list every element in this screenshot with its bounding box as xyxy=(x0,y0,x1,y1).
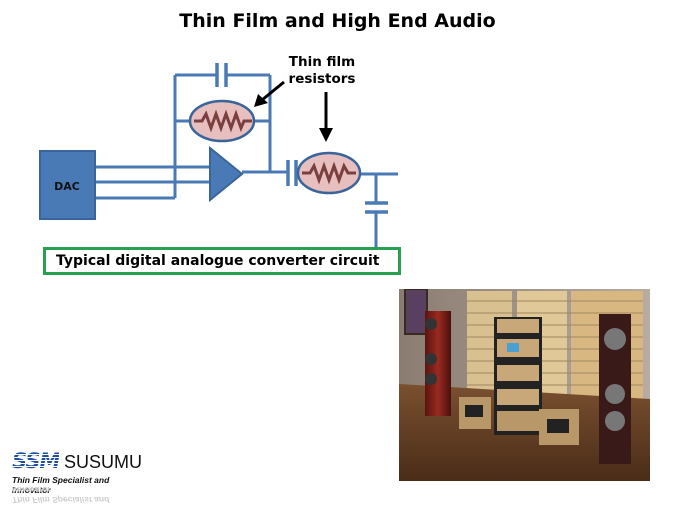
dac-label: DAC xyxy=(54,180,80,193)
logo-tagline-reflection: Thin Film Specialist and Innovator xyxy=(12,485,110,505)
capacitor-feedback xyxy=(215,63,228,87)
dac-block xyxy=(39,150,96,220)
dac-circuit-diagram: DAC xyxy=(39,63,398,247)
logo-tagline: Thin Film Specialist and Innovator xyxy=(12,475,110,495)
logo-name: SUSUMU xyxy=(64,452,143,472)
capacitor-series xyxy=(286,160,298,186)
thin-film-resistor-2 xyxy=(296,151,362,195)
audio-system-photo xyxy=(399,289,650,481)
op-amp-icon xyxy=(209,145,244,203)
logo-mark: SSM xyxy=(12,449,60,473)
circuit-caption: Typical digital analogue converter circu… xyxy=(43,247,401,275)
capacitor-shunt xyxy=(365,201,388,214)
slide-title: Thin Film and High End Audio xyxy=(179,10,496,32)
arrow-to-resistor-1 xyxy=(254,80,285,107)
thin-film-resistors-callout: Thin film resistors xyxy=(288,54,356,87)
arrow-to-resistor-2 xyxy=(319,92,333,142)
susumu-logo: SSM SUSUMU Thin Film Specialist and Inno… xyxy=(8,445,146,505)
audio-system-illustration xyxy=(399,289,650,481)
thin-film-resistor-1 xyxy=(188,99,256,143)
